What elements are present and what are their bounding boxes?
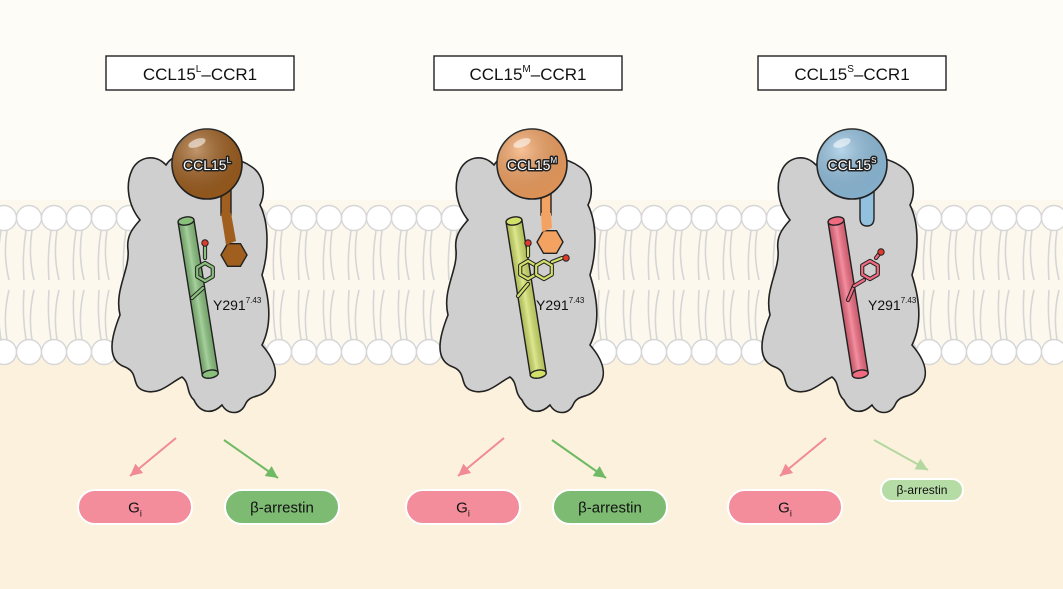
panel-title: CCL15S–CCR1 — [757, 55, 947, 91]
chemokine-ligand: CCL15S — [816, 128, 888, 227]
svg-text:β-arrestin: β-arrestin — [897, 483, 948, 497]
ligand-label: CCL15S — [828, 156, 877, 173]
arrestin-arrow — [873, 439, 929, 471]
panel-title: CCL15L–CCR1 — [105, 55, 295, 91]
residue-label: Y2917.43 — [213, 296, 262, 313]
gi-arrow — [457, 437, 505, 477]
signaling-outputs: Gi β-arrestin — [727, 437, 964, 525]
svg-text:β-arrestin: β-arrestin — [578, 499, 642, 516]
chemokine-ligand: CCL15L — [171, 128, 248, 267]
gi-protein-pill: Gi — [727, 489, 843, 525]
residue-label: Y2917.43 — [536, 296, 585, 313]
gi-arrow — [779, 437, 827, 477]
ligand-label: CCL15M — [507, 156, 558, 173]
svg-text:Gi: Gi — [128, 499, 142, 518]
svg-text:CCL15M–CCR1: CCL15M–CCR1 — [469, 64, 586, 84]
tyrosine-side-chain — [515, 239, 570, 299]
svg-text:β-arrestin: β-arrestin — [250, 499, 314, 516]
residue-label: Y2917.43 — [868, 296, 917, 313]
svg-text:CCL15L–CCR1: CCL15L–CCR1 — [143, 64, 257, 84]
ligand-label: CCL15L — [183, 156, 232, 173]
signaling-outputs: Gi β-arrestin — [77, 437, 340, 525]
panel-title: CCL15M–CCR1 — [433, 55, 623, 91]
svg-text:CCL15S–CCR1: CCL15S–CCR1 — [794, 64, 909, 84]
svg-text:Gi: Gi — [778, 499, 792, 518]
tyrosine-side-chain — [189, 239, 215, 301]
signaling-outputs: Gi β-arrestin — [405, 437, 668, 525]
gi-protein-pill: Gi — [77, 489, 193, 525]
transmembrane-helix — [177, 216, 219, 379]
beta-arrestin-pill: β-arrestin — [880, 478, 964, 502]
beta-arrestin-pill: β-arrestin — [552, 489, 668, 525]
transmembrane-helix — [505, 216, 547, 379]
beta-arrestin-pill: β-arrestin — [224, 489, 340, 525]
gi-protein-pill: Gi — [405, 489, 521, 525]
tyrosine-side-chain — [845, 248, 885, 303]
arrestin-arrow — [223, 439, 279, 479]
svg-text:Gi: Gi — [456, 499, 470, 518]
gi-arrow — [129, 437, 177, 477]
chemokine-ligand: CCL15M — [496, 128, 568, 255]
arrestin-arrow — [551, 439, 607, 479]
